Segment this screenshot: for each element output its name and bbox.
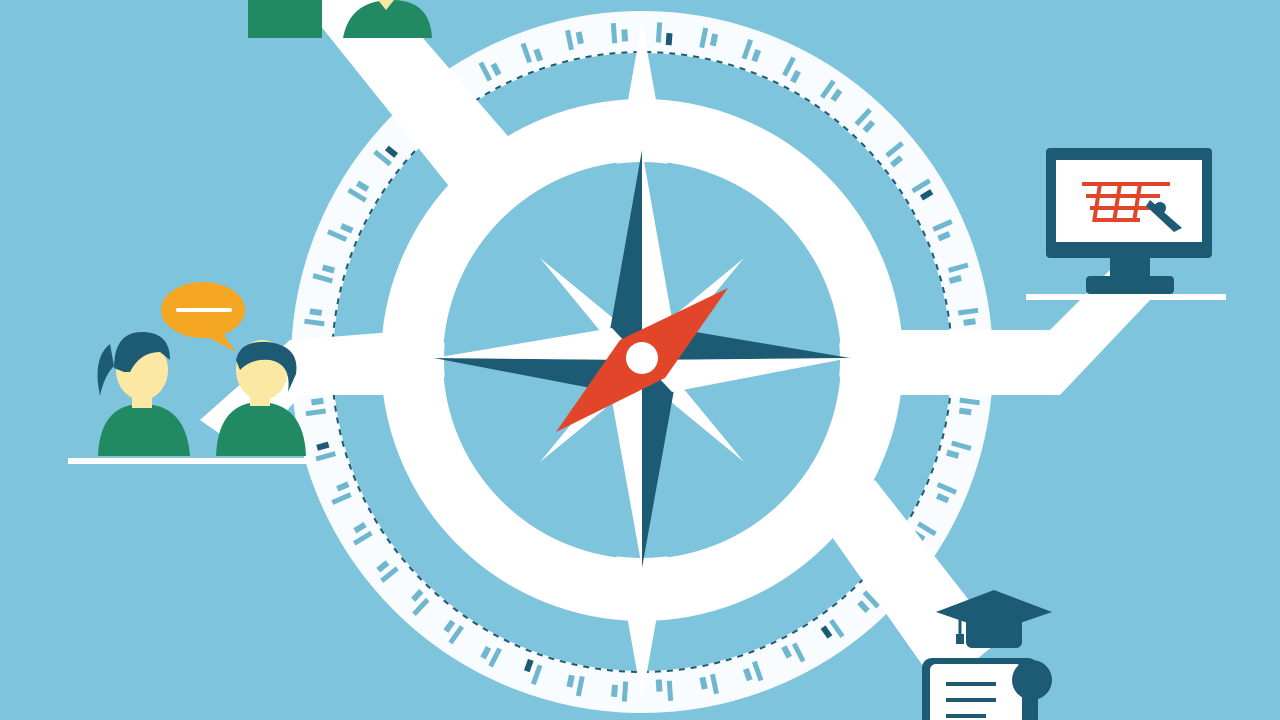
ring-glyph-mark: [520, 42, 544, 64]
ring-glyph-mark: [819, 79, 843, 102]
computer-monitor-icon: [1026, 148, 1226, 300]
ring-glyph-mark: [857, 590, 880, 614]
ring-glyph-mark: [347, 180, 370, 203]
ring-glyph-mark: [911, 178, 934, 201]
ring-glyph-mark: [655, 22, 673, 46]
diploma-scroll-icon: [922, 658, 1052, 720]
ring-glyph-mark: [566, 674, 585, 697]
speech-bubble-icon: [161, 282, 245, 352]
ring-glyph-mark: [443, 619, 465, 645]
ring-glyph-mark: [326, 223, 354, 242]
ring-glyph-mark: [376, 560, 399, 583]
ring-glyph-mark: [742, 660, 764, 682]
ring-glyph-mark: [480, 645, 502, 668]
ring-glyph-mark: [478, 61, 502, 82]
ring-glyph-mark: [331, 481, 352, 505]
ring-glyph-mark: [782, 56, 801, 84]
compass-rose-icon: [434, 150, 850, 568]
ring-glyph-mark: [305, 397, 327, 417]
ring-glyph-mark: [958, 397, 980, 416]
ring-glyph-mark: [410, 588, 430, 616]
ring-glyph-mark: [373, 145, 399, 167]
ring-glyph-mark: [565, 29, 584, 51]
ring-glyph-mark: [610, 23, 629, 44]
ring-glyph-mark: [781, 642, 806, 663]
ring-glyph-mark: [699, 673, 719, 695]
two-people-talking-icon: [68, 332, 310, 464]
ring-glyph-mark: [741, 38, 762, 63]
people-icon: [248, 0, 432, 38]
ring-glyph-mark: [936, 482, 958, 504]
ring-glyph-mark: [304, 308, 325, 327]
ring-glyph-mark: [353, 521, 373, 546]
ring-glyph-mark: [946, 440, 972, 459]
ring-glyph-mark: [312, 264, 336, 284]
ring-glyph-mark: [948, 262, 969, 284]
ring-glyph-mark: [957, 307, 979, 326]
ring-glyph-mark: [932, 219, 953, 242]
ring-glyph-mark: [315, 441, 336, 462]
ring-glyph-mark: [885, 141, 904, 168]
ring-glyph-mark: [820, 618, 845, 639]
graduation-cap-icon: [936, 590, 1052, 648]
ring-glyph-mark: [523, 658, 543, 686]
ring-glyph-mark: [655, 679, 674, 701]
ring-glyph-mark: [699, 27, 719, 49]
ring-glyph-mark: [611, 681, 629, 702]
ring-glyph-mark: [854, 108, 876, 133]
